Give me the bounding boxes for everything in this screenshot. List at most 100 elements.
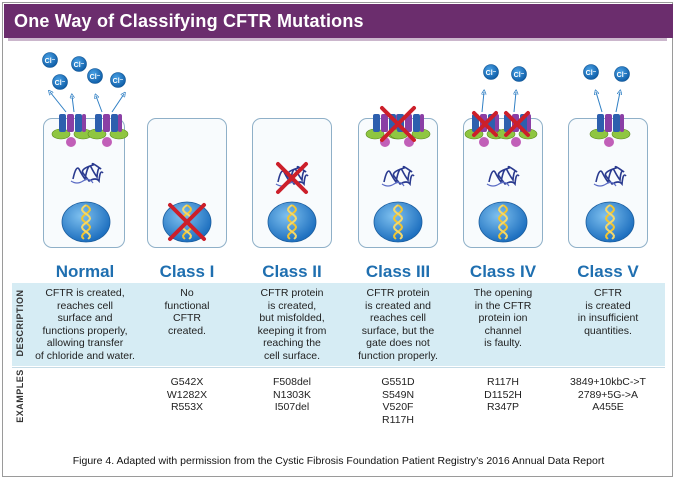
cftr-channel xyxy=(496,114,538,147)
membrane-domain xyxy=(613,114,620,132)
description-class-4: The opening in the CFTR protein ion chan… xyxy=(473,287,533,349)
chloride-ion: Cl⁻ xyxy=(87,68,103,84)
ion-flow-arrow xyxy=(111,94,124,113)
regulatory-domain xyxy=(66,137,76,147)
dna-strand xyxy=(286,204,298,240)
protein-strand xyxy=(383,165,415,187)
chloride-ion-label: Cl⁻ xyxy=(617,72,628,79)
chloride-ion-label: Cl⁻ xyxy=(74,62,85,69)
protein-strand xyxy=(72,162,104,184)
x-stroke xyxy=(472,111,498,137)
ion-flow-arrow xyxy=(615,92,620,113)
folded-protein xyxy=(593,165,627,187)
folded-protein xyxy=(381,165,415,187)
class-title-class-1: Class I xyxy=(159,262,215,281)
protein-strand xyxy=(381,181,405,187)
membrane-domain xyxy=(620,114,624,132)
row-label-examples: EXAMPLES xyxy=(15,369,25,423)
description-class-5: CFTR is created in insufficient quantiti… xyxy=(577,287,639,337)
row-label-description: DESCRIPTION xyxy=(15,289,25,357)
chloride-ion-label: Cl⁻ xyxy=(514,72,525,79)
membrane-domain xyxy=(597,114,604,132)
nucleus-with-dna xyxy=(267,201,317,243)
chloride-ion: Cl⁻ xyxy=(511,66,527,82)
chloride-ion: Cl⁻ xyxy=(42,52,58,68)
ion-flow-arrow xyxy=(514,92,516,113)
figure-title: One Way of Classifying CFTR Mutations xyxy=(14,11,364,31)
description-class-1: No functional CFTR created. xyxy=(164,287,210,337)
chloride-ion-circle xyxy=(583,64,599,80)
folded-protein xyxy=(486,165,520,187)
dna-strand xyxy=(497,204,509,240)
nucleus-with-dna xyxy=(478,201,528,243)
x-stroke xyxy=(276,162,308,194)
membrane-domain xyxy=(381,114,388,132)
chloride-ion-label: Cl⁻ xyxy=(113,78,124,85)
nucleus-with-dna xyxy=(61,201,111,243)
chloride-ion-circle xyxy=(511,66,527,82)
chloride-ion-label: Cl⁻ xyxy=(486,70,497,77)
membrane-domain xyxy=(103,114,110,132)
examples-class-2: F508del N1303K I507del xyxy=(273,376,311,413)
x-stroke xyxy=(168,203,206,241)
chloride-ion: Cl⁻ xyxy=(614,66,630,82)
figure-caption: Figure 4. Adapted with permission from t… xyxy=(72,455,605,467)
dna-strand xyxy=(80,204,92,240)
protein-strand xyxy=(70,178,94,184)
x-mark-icon xyxy=(472,111,498,137)
cftr-channel xyxy=(87,114,129,147)
chloride-ion-label: Cl⁻ xyxy=(55,80,66,87)
regulatory-domain xyxy=(102,137,112,147)
regulatory-domain xyxy=(604,137,614,147)
regulatory-domain xyxy=(511,137,521,147)
class-title-class-3: Class III xyxy=(365,262,431,281)
x-stroke xyxy=(504,111,530,137)
protein-strand xyxy=(488,165,520,187)
nucleus-with-dna xyxy=(585,201,635,243)
examples-class-3: G551D S549N V520F R117H xyxy=(381,376,415,426)
description-band xyxy=(12,283,665,366)
chloride-ion-label: Cl⁻ xyxy=(90,74,101,81)
ion-flow-arrow xyxy=(72,96,74,113)
dna-strand xyxy=(392,204,404,240)
membrane-domain xyxy=(605,114,612,132)
description-class-2: CFTR protein is created, but misfolded, … xyxy=(257,287,327,362)
chloride-ion: Cl⁻ xyxy=(110,72,126,88)
nucleus-with-dna xyxy=(373,201,423,243)
examples-class-5: 3849+10kbC->T 2789+5G->A A455E xyxy=(570,376,646,413)
chloride-ion: Cl⁻ xyxy=(583,64,599,80)
protein-strand xyxy=(595,165,627,187)
protein-strand xyxy=(486,181,510,187)
title-bar: One Way of Classifying CFTR Mutations xyxy=(4,4,673,38)
class-title-normal: Normal xyxy=(55,262,115,281)
ion-flow-arrow xyxy=(50,92,67,113)
examples-class-1: G542X W1282X R553X xyxy=(166,376,208,413)
regulatory-domain xyxy=(479,137,489,147)
dna-strand xyxy=(392,204,404,240)
dna-strand xyxy=(80,204,92,240)
chloride-ion-circle xyxy=(71,56,87,72)
x-mark-icon xyxy=(380,106,416,142)
membrane-domain xyxy=(420,114,424,132)
membrane-domain xyxy=(67,114,74,132)
chloride-ion-label: Cl⁻ xyxy=(586,70,597,77)
membrane-domain xyxy=(413,114,420,132)
title-rule xyxy=(8,38,667,41)
chloride-ion: Cl⁻ xyxy=(483,64,499,80)
chloride-ion-circle xyxy=(52,74,68,90)
membrane-domain xyxy=(59,114,66,132)
cftr-channel xyxy=(589,114,631,147)
class-title-class-2: Class II xyxy=(262,262,322,281)
membrane-domain xyxy=(111,114,118,132)
chloride-ion-circle xyxy=(87,68,103,84)
cftr-channel xyxy=(51,114,93,147)
chloride-ion-circle xyxy=(483,64,499,80)
ion-flow-arrow xyxy=(482,92,484,113)
x-mark-icon xyxy=(168,203,206,241)
class-title-class-5: Class V xyxy=(577,262,639,281)
membrane-domain xyxy=(527,114,531,132)
chloride-ion: Cl⁻ xyxy=(52,74,68,90)
examples-class-4: R117H D1152H R347P xyxy=(484,376,522,413)
dna-strand xyxy=(286,204,298,240)
ion-flow-arrow xyxy=(96,96,103,113)
